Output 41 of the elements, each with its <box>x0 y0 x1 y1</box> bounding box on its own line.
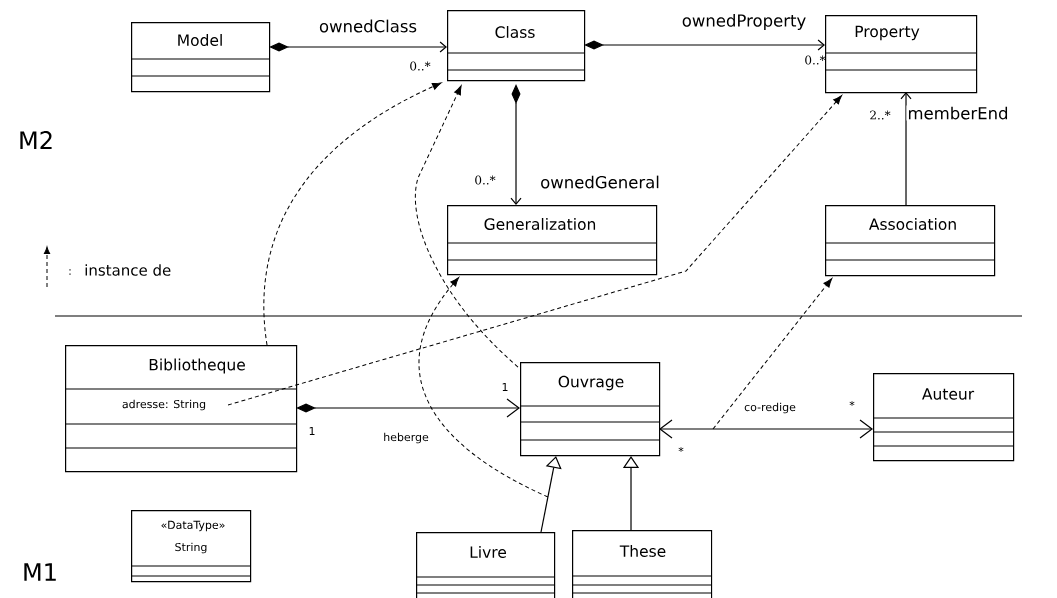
legend-colon: : <box>69 269 71 275</box>
instance-arrow <box>415 85 519 368</box>
edge-label: ownedClass <box>317 18 419 34</box>
instance-arrow <box>263 82 442 346</box>
edge-label: ownedProperty <box>680 13 808 31</box>
class-box: Auteur <box>872 373 1015 462</box>
association-arrow <box>584 39 825 51</box>
edge-label: memberEnd <box>906 105 1010 121</box>
class-box: Association <box>824 205 996 277</box>
edge-label: co-redige <box>743 401 797 415</box>
class-box: Generalization <box>446 205 658 276</box>
class-box: Bibliotheque adresse: String <box>64 345 298 473</box>
multiplicity: 0..* <box>410 61 431 71</box>
multiplicity: 0..* <box>805 55 826 65</box>
class-box: Ouvrage <box>519 362 661 457</box>
association-arrow <box>510 84 522 205</box>
association-arrow <box>269 41 447 53</box>
multiplicity: * <box>678 446 684 452</box>
multiplicity: 1 <box>502 383 508 391</box>
association-arrow <box>900 92 912 206</box>
class-box: These <box>571 530 713 598</box>
layer-label: M1 <box>24 563 56 581</box>
instance-arrow <box>227 95 843 406</box>
multiplicity: * <box>849 400 855 406</box>
generalization-arrow <box>540 456 562 533</box>
association-arrow <box>296 398 520 418</box>
class-box: Livre <box>415 532 556 598</box>
edge-label: ownedGeneral <box>539 174 661 190</box>
class-box: Model <box>130 22 271 93</box>
class-box: Property <box>824 15 978 94</box>
multiplicity: 0..* <box>475 175 496 185</box>
class-box: Class <box>446 10 586 82</box>
edge-label: heberge <box>382 431 430 445</box>
multiplicity: 1 <box>309 427 315 435</box>
class-box: «DataType» String <box>130 510 252 583</box>
multiplicity: 2..* <box>870 110 891 120</box>
layer-label: M2 <box>20 131 52 149</box>
legend-text: instance de <box>85 264 171 276</box>
instance-arrow <box>418 277 549 498</box>
instance-arrow <box>712 278 833 430</box>
association-arrow <box>659 419 873 439</box>
